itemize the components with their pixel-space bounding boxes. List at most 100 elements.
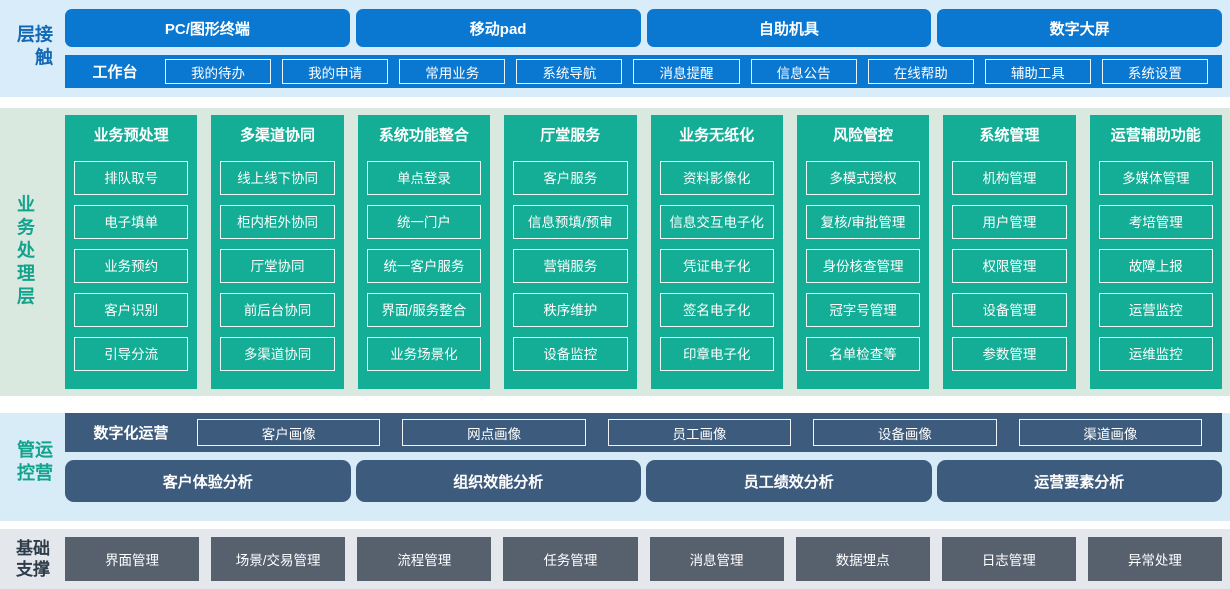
column-item: 信息交互电子化 [659,205,774,239]
column-item: 统一门户 [366,205,482,239]
band-divider [0,521,1230,529]
workbench-item-aux-tools: 辅助工具 [984,59,1091,84]
column-item: 印章电子化 [659,337,774,371]
column-item: 前后台协同 [220,293,335,327]
foundation-item-ui-mgmt: 界面管理 [65,537,200,581]
business-column-integration: 系统功能整合 单点登录 统一门户 统一客户服务 界面/服务整合 业务场景化 [357,115,491,389]
foundation-layer-label: 基础支撑 [16,539,50,579]
column-item: 冠字号管理 [805,293,921,327]
business-column-system-mgmt: 系统管理 机构管理 用户管理 权限管理 设备管理 参数管理 [943,115,1076,389]
column-item: 多模式授权 [805,161,921,195]
channel-pc-terminal: PC/图形终端 [65,9,350,47]
column-item: 设备监控 [513,337,628,371]
column-item: 单点登录 [366,161,482,195]
column-item: 多媒体管理 [1098,161,1213,195]
column-item: 统一客户服务 [366,249,482,283]
profile-customer: 客户画像 [197,419,381,446]
column-item: 柜内柜外协同 [220,205,335,239]
band-divider [0,396,1230,403]
column-item: 用户管理 [952,205,1067,239]
column-item: 客户识别 [74,293,189,327]
column-item: 身份核查管理 [805,249,921,283]
analysis-customer-experience: 客户体验分析 [65,460,351,502]
column-item: 线上线下协同 [220,161,335,195]
workbench-items: 我的待办 我的申请 常用业务 系统导航 消息提醒 信息公告 在线帮助 辅助工具 … [165,59,1208,84]
column-item: 设备管理 [952,293,1067,327]
workbench-item-system-settings: 系统设置 [1101,59,1208,84]
column-item: 资料影像化 [659,161,774,195]
foundation-item-log-mgmt: 日志管理 [941,537,1076,581]
column-item: 引导分流 [74,337,189,371]
profile-channel: 渠道画像 [1018,419,1203,446]
contact-layer-band: 接触层 PC/图形终端 移动pad 自助机具 数字大屏 工作台 我的待办 我的申… [0,0,1230,97]
workbench-item-announcements: 信息公告 [750,59,857,84]
profile-device: 设备画像 [813,419,997,446]
column-item: 考培管理 [1098,205,1213,239]
workbench-label: 工作台 [92,64,138,81]
analysis-row: 客户体验分析 组织效能分析 员工绩效分析 运营要素分析 [65,460,1222,502]
column-title: 运营辅助功能 [1110,127,1201,144]
channel-self-service: 自助机具 [646,9,932,47]
column-item: 复核/审批管理 [805,205,921,239]
band-divider [0,97,1230,108]
business-column-lobby-service: 厅堂服务 客户服务 信息预填/预审 营销服务 秩序维护 设备监控 [504,115,637,389]
business-layer-label: 业务处理层 [15,194,35,310]
channel-mobile-pad: 移动pad [355,9,641,47]
column-item: 机构管理 [952,161,1067,195]
business-column-multichannel: 多渠道协同 线上线下协同 柜内柜外协同 厅堂协同 前后台协同 多渠道协同 [211,115,344,389]
foundation-item-message-mgmt: 消息管理 [649,537,784,581]
foundation-item-scene-txn-mgmt: 场景/交易管理 [211,537,346,581]
column-item: 业务预约 [74,249,189,283]
channel-digital-screen: 数字大屏 [937,9,1222,47]
business-columns: 业务预处理 排队取号 电子填单 业务预约 客户识别 引导分流 多渠道协同 线上线… [65,108,1222,389]
column-title: 风险管控 [833,127,894,144]
column-item: 界面/服务整合 [366,293,482,327]
foundation-item-process-mgmt: 流程管理 [357,537,492,581]
business-column-pretreatment: 业务预处理 排队取号 电子填单 业务预约 客户识别 引导分流 [65,115,198,389]
workbench-item-navigation: 系统导航 [516,59,623,84]
digital-operation-bar: 数字化运营 客户画像 网点画像 员工画像 设备画像 渠道画像 [65,413,1222,452]
workbench-item-notifications: 消息提醒 [633,59,740,84]
channel-row: PC/图形终端 移动pad 自助机具 数字大屏 [65,0,1222,47]
column-title: 多渠道协同 [240,127,316,144]
column-item: 多渠道协同 [220,337,335,371]
workbench-item-common-business: 常用业务 [399,59,506,84]
column-item: 排队取号 [74,161,189,195]
column-item: 运维监控 [1098,337,1213,371]
column-item: 运营监控 [1098,293,1213,327]
digital-operation-label: 数字化运营 [93,425,169,442]
operation-layer-label: 运营管控 [15,440,53,486]
profile-employee: 员工画像 [607,419,792,446]
foundation-item-task-mgmt: 任务管理 [503,537,638,581]
column-title: 系统功能整合 [378,127,469,144]
profile-branch: 网点画像 [402,419,586,446]
profile-items: 客户画像 网点画像 员工画像 设备画像 渠道画像 [197,419,1203,446]
column-title: 厅堂服务 [540,127,601,144]
column-title: 业务预处理 [93,127,169,144]
column-item: 名单检查等 [805,337,921,371]
column-item: 客户服务 [513,161,628,195]
column-item: 凭证电子化 [659,249,774,283]
foundation-item-data-tracking: 数据埋点 [795,537,930,581]
foundation-layer-band: 基础支撑 界面管理 场景/交易管理 流程管理 任务管理 消息管理 数据埋点 日志… [0,529,1230,589]
business-column-risk-control: 风险管控 多模式授权 复核/审批管理 身份核查管理 冠字号管理 名单检查等 [796,115,930,389]
operation-layer-band: 运营管控 数字化运营 客户画像 网点画像 员工画像 设备画像 渠道画像 客户体验… [0,413,1230,521]
workbench-item-applications: 我的申请 [282,59,389,84]
column-item: 营销服务 [513,249,628,283]
analysis-operation-factors: 运营要素分析 [936,460,1222,502]
column-item: 参数管理 [952,337,1067,371]
workbench-bar: 工作台 我的待办 我的申请 常用业务 系统导航 消息提醒 信息公告 在线帮助 辅… [65,55,1222,88]
column-title: 业务无纸化 [679,127,755,144]
column-item: 秩序维护 [513,293,628,327]
column-item: 电子填单 [74,205,189,239]
column-title: 系统管理 [979,127,1040,144]
business-column-ops-aux: 运营辅助功能 多媒体管理 考培管理 故障上报 运营监控 运维监控 [1089,115,1222,389]
column-item: 权限管理 [952,249,1067,283]
column-item: 业务场景化 [366,337,482,371]
column-item: 故障上报 [1098,249,1213,283]
workbench-item-online-help: 在线帮助 [867,59,974,84]
business-layer-band: 业务处理层 业务预处理 排队取号 电子填单 业务预约 客户识别 引导分流 多渠道… [0,108,1230,396]
foundation-items: 界面管理 场景/交易管理 流程管理 任务管理 消息管理 数据埋点 日志管理 异常… [65,529,1222,581]
column-item: 信息预填/预审 [513,205,628,239]
analysis-org-efficiency: 组织效能分析 [355,460,641,502]
